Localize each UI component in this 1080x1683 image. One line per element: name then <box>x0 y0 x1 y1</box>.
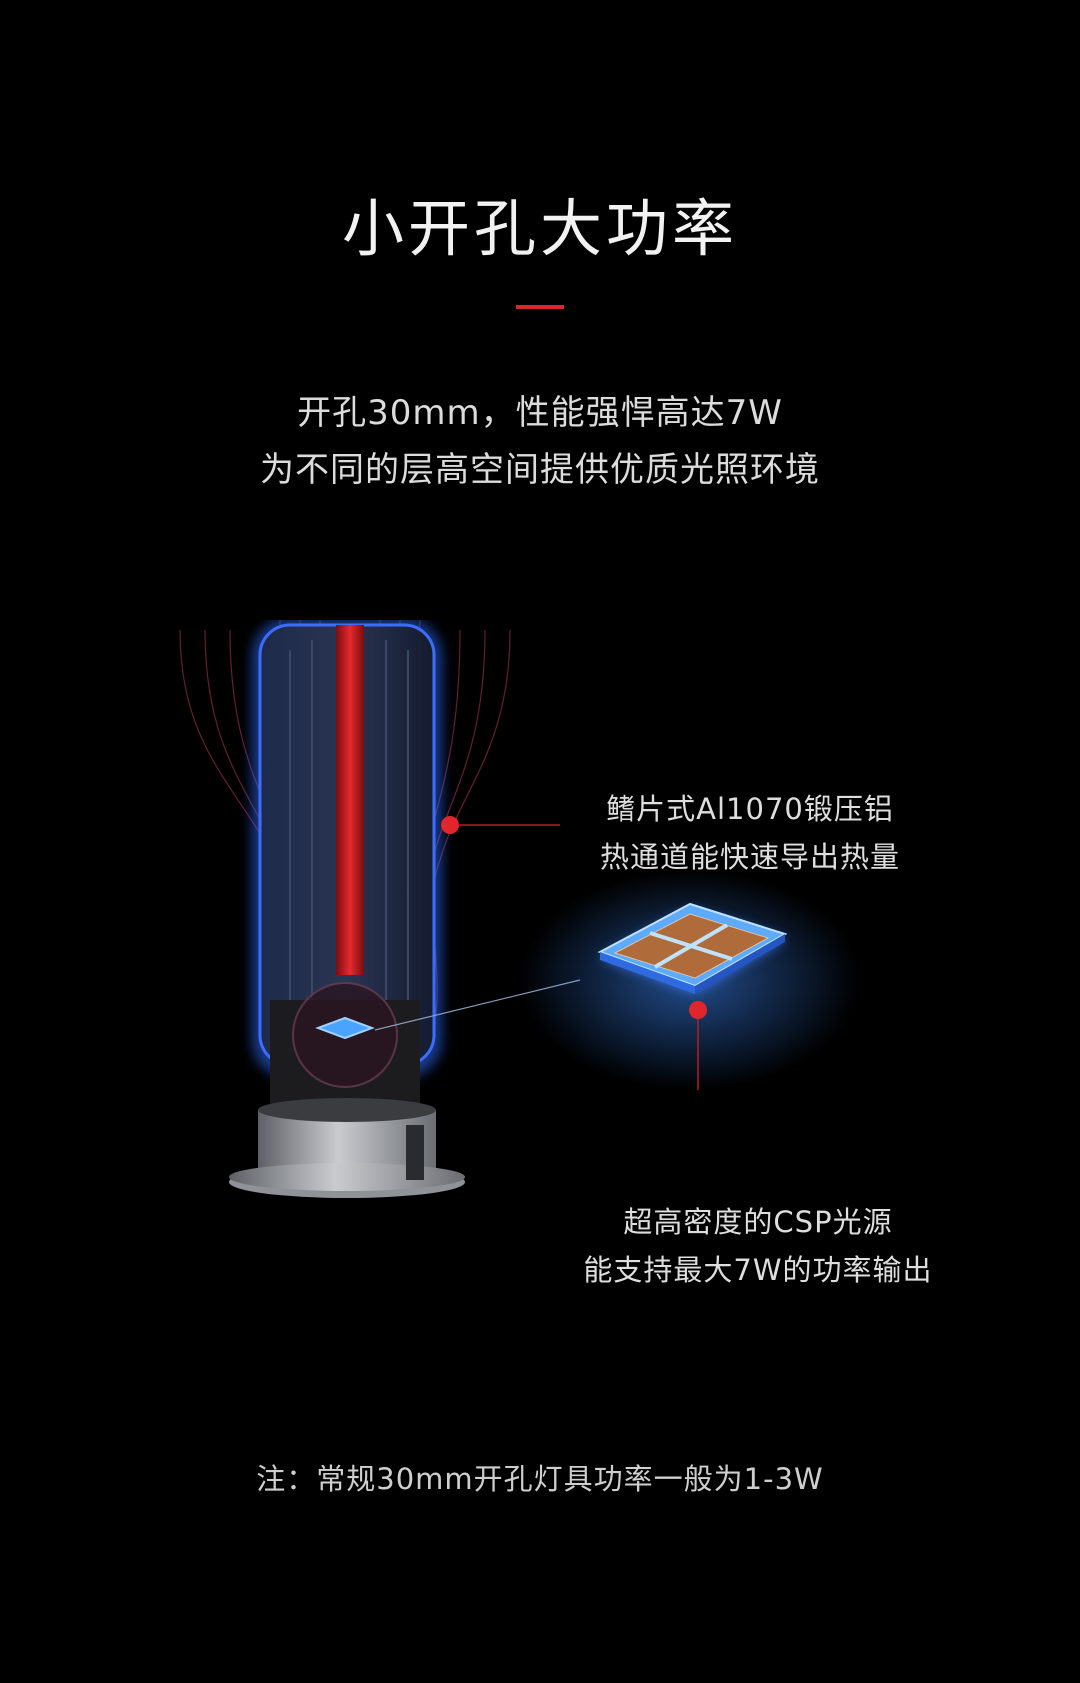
heatsink-callout-line-2: 热通道能快速导出热量 <box>599 840 900 874</box>
chip-callout: 超高密度的CSP光源 能支持最大7W的功率输出 <box>548 1198 968 1294</box>
footnote: 注：常规30mm开孔灯具功率一般为1-3W <box>256 1462 824 1496</box>
subtitle-line-2: 为不同的层高空间提供优质光照环境 <box>260 450 820 490</box>
csp-chip-illustration <box>597 902 788 994</box>
chip-marker-dot <box>689 1001 707 1019</box>
page-title: 小开孔大功率 <box>341 192 738 265</box>
downlight-cutaway-illustration <box>179 620 860 1198</box>
heatsink-callout: 鳍片式Al1070锻压铝 热通道能快速导出热量 <box>560 785 940 881</box>
heat-channel-core <box>336 625 364 975</box>
subtitle-line-1: 开孔30mm，性能强悍高达7W <box>297 393 783 433</box>
title-accent-bar <box>516 305 564 309</box>
chip-callout-line-1: 超高密度的CSP光源 <box>623 1205 893 1239</box>
heatsink-callout-line-1: 鳍片式Al1070锻压铝 <box>606 792 894 826</box>
chip-callout-line-2: 能支持最大7W的功率输出 <box>583 1253 933 1287</box>
heatsink-marker-dot <box>441 816 459 834</box>
